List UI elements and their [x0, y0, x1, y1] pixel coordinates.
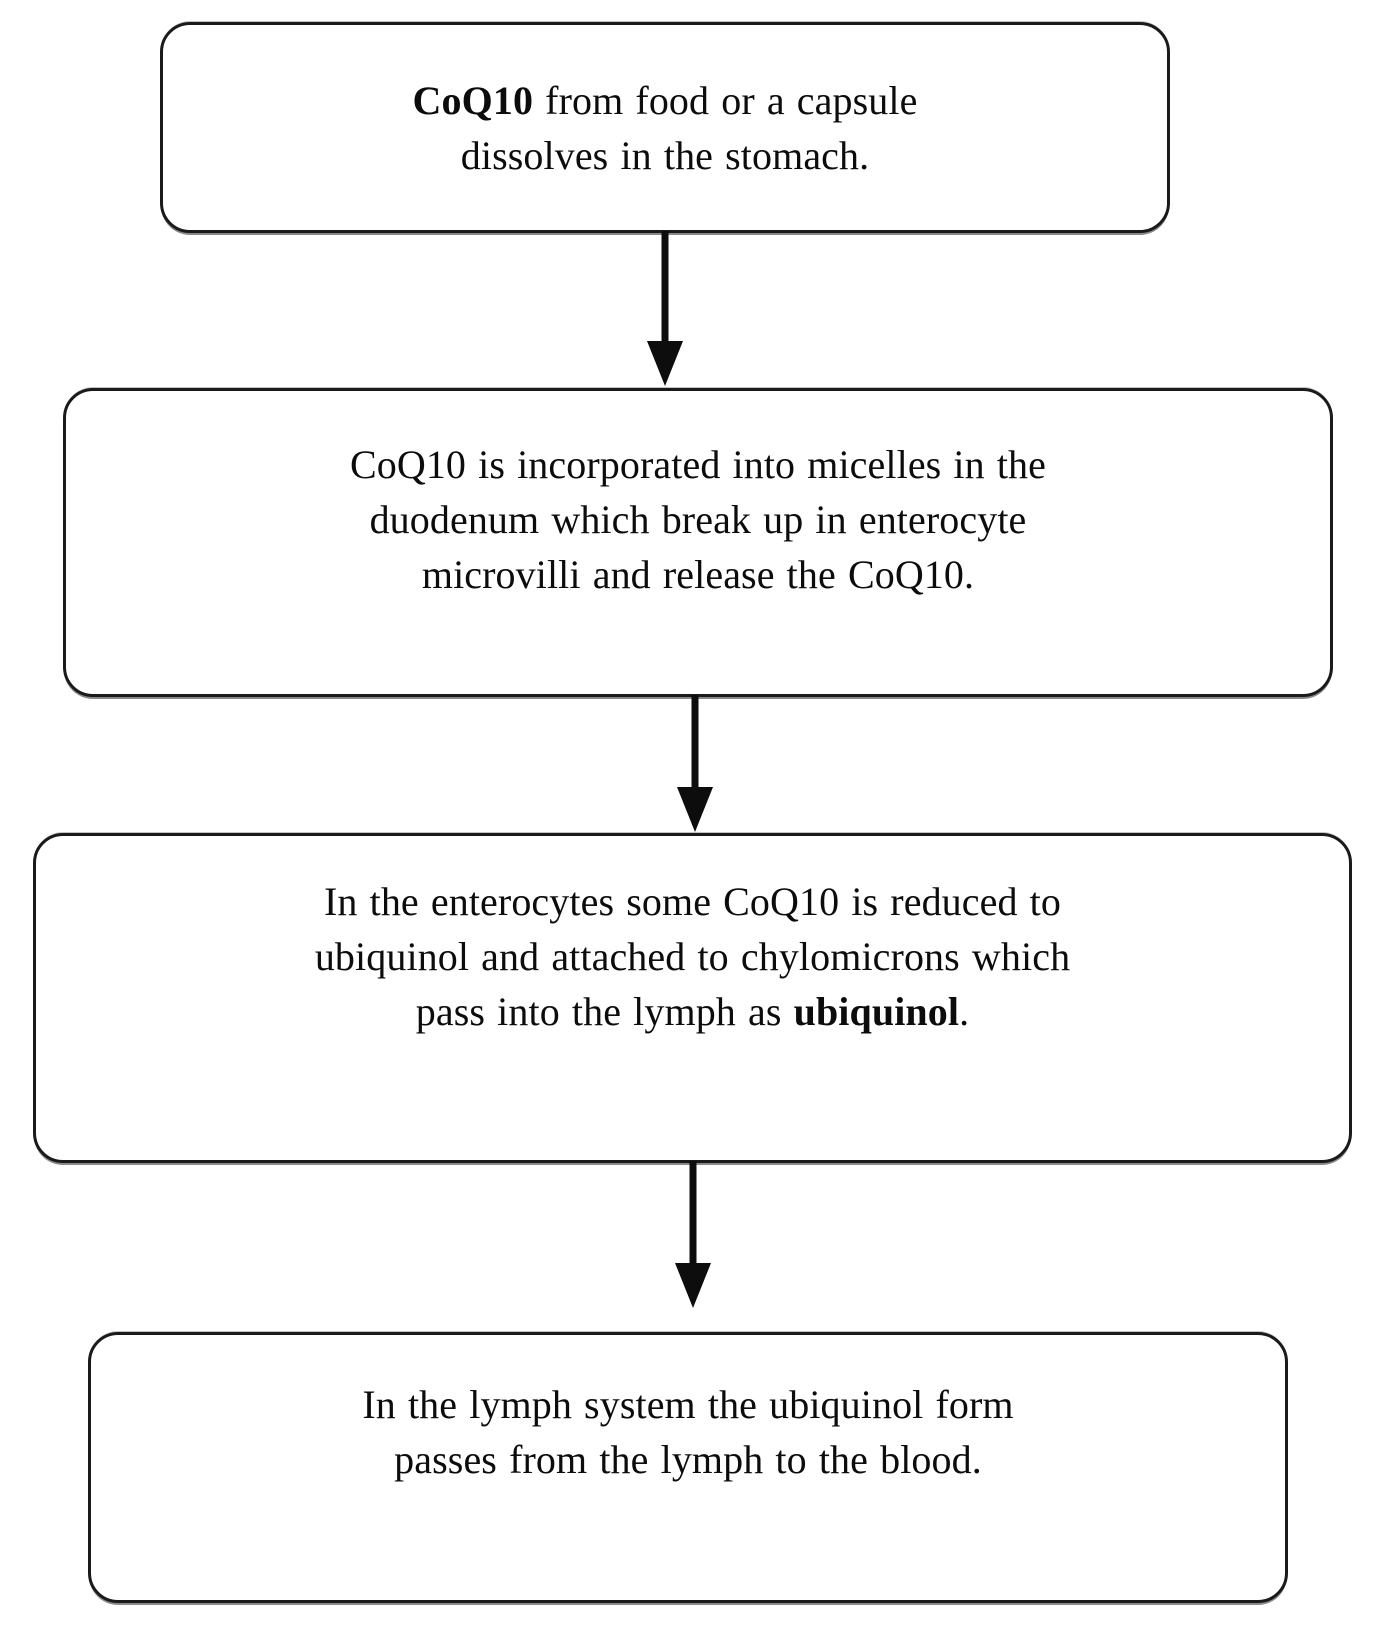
- flow-node-2-line-3: microvilli and release the CoQ10.: [421, 552, 975, 598]
- flow-node-3-text: In the enterocytes some CoQ10 is reduced…: [36, 874, 1349, 1040]
- flow-node-4-text: In the lymph system the ubiquinol form p…: [91, 1377, 1285, 1487]
- flow-node-1-text: CoQ10 from food or a capsule dissolves i…: [163, 73, 1167, 183]
- flow-node-2[interactable]: CoQ10 is incorporated into micelles in t…: [63, 388, 1333, 697]
- flow-node-3-line-3-prefix: pass into the lymph as: [415, 989, 794, 1035]
- flow-node-3-line-3-suffix: .: [959, 989, 970, 1035]
- flow-node-1-line-1-rest: from food or a capsule: [533, 78, 918, 123]
- flow-node-3-line-2: ubiquinol and attached to chylomicrons w…: [314, 934, 1071, 980]
- flow-node-2-line-2: duodenum which break up in enterocyte: [369, 497, 1027, 543]
- flow-node-2-text: CoQ10 is incorporated into micelles in t…: [66, 437, 1330, 603]
- connector-arrow-3: [673, 1161, 713, 1311]
- flow-node-3-line-1: In the enterocytes some CoQ10 is reduced…: [324, 879, 1061, 924]
- flow-node-1-bold-term: CoQ10: [412, 78, 534, 123]
- flow-node-1[interactable]: CoQ10 from food or a capsule dissolves i…: [160, 22, 1170, 233]
- flow-node-1-line-2: dissolves in the stomach.: [460, 133, 870, 179]
- flow-node-4-line-1: In the lymph system the ubiquinol form: [362, 1382, 1014, 1427]
- connector-arrow-1: [645, 231, 685, 389]
- flow-node-4[interactable]: In the lymph system the ubiquinol form p…: [88, 1332, 1288, 1603]
- flow-node-3[interactable]: In the enterocytes some CoQ10 is reduced…: [33, 833, 1352, 1163]
- flow-node-4-line-2: passes from the lymph to the blood.: [394, 1437, 982, 1483]
- connector-arrow-2: [675, 695, 715, 835]
- flow-node-2-line-1: CoQ10 is incorporated into micelles in t…: [349, 442, 1047, 487]
- flow-node-3-bold-term: ubiquinol: [793, 989, 960, 1035]
